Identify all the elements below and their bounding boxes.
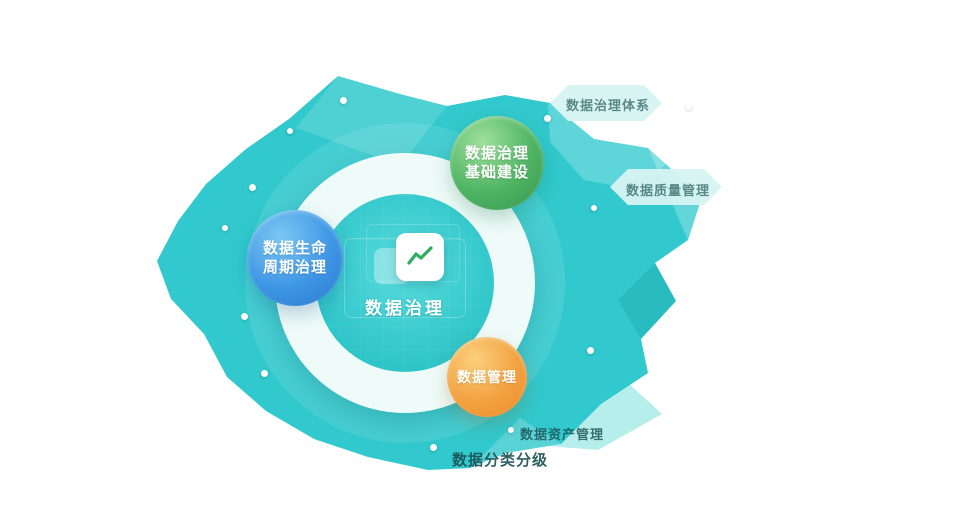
node-label-line: 数据生命	[262, 239, 327, 257]
bg-label-bottom: 数据分类分级	[452, 452, 549, 469]
bg-label-right: 数据质量管理	[626, 183, 711, 198]
ring-inner	[316, 194, 494, 372]
decor-dot	[249, 184, 256, 191]
decor-dot	[430, 444, 437, 451]
node-infrastructure: 数据治理 基础建设	[450, 116, 544, 210]
hexagon-tag-right	[610, 169, 722, 205]
decor-dot	[508, 427, 514, 433]
bg-label-bottom-right: 数据资产管理	[520, 427, 605, 442]
decor-dot	[340, 97, 347, 104]
decor-dot	[544, 115, 551, 122]
circuit-trace	[366, 224, 460, 282]
node-label-line: 数据管理	[457, 368, 517, 385]
node-label-line: 基础建设	[464, 164, 529, 181]
decor-dot	[591, 205, 597, 211]
decor-dot	[287, 128, 293, 134]
node-management: 数据管理	[447, 337, 527, 417]
hexagon-tag-top	[550, 85, 662, 121]
decor-dot	[261, 370, 268, 377]
node-label-line: 周期治理	[262, 259, 327, 276]
node-lifecycle: 数据生命 周期治理	[247, 210, 343, 306]
decor-dot	[587, 347, 594, 354]
decor-dot	[222, 225, 228, 231]
decor-dot	[241, 313, 248, 320]
decor-dot	[686, 104, 692, 110]
node-label-line: 数据治理	[464, 144, 529, 162]
center-label: 数据治理	[365, 299, 445, 318]
bg-label-top: 数据治理体系	[566, 98, 651, 113]
line-chart-icon	[396, 233, 444, 281]
